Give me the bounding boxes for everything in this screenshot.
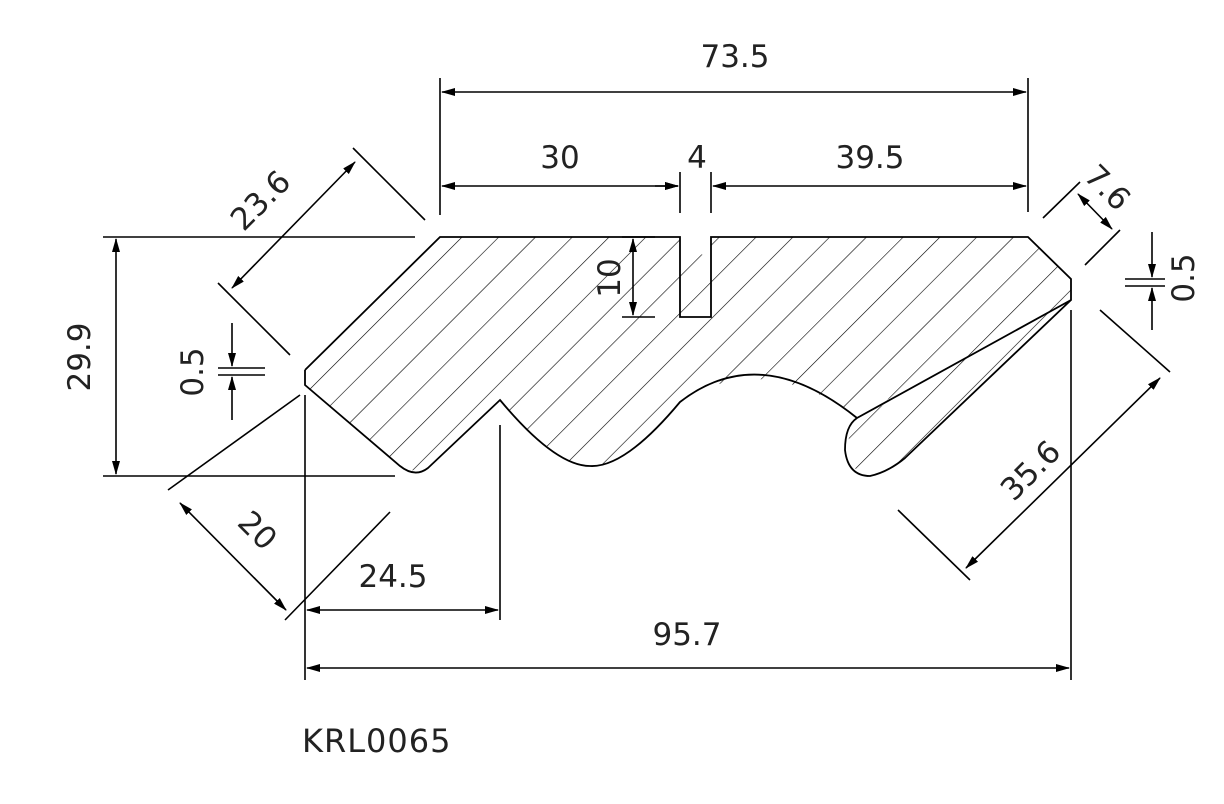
dim-right-chamfer: 7.6 (1077, 158, 1137, 218)
part-code: KRL0065 (302, 722, 451, 760)
profile-shape (304, 236, 1072, 477)
profile-hatching (305, 237, 1071, 475)
dim-right-step: 0.5 (1166, 253, 1202, 302)
dim-groove-depth: 10 (592, 258, 628, 297)
profile-outline-bottom (304, 370, 858, 474)
dim-left-step: 0.5 (175, 347, 211, 396)
dim-line-lower-bevel (179, 502, 287, 611)
dim-line-right-chamfer (1077, 193, 1113, 230)
dim-top-total: 73.5 (700, 39, 769, 75)
dim-height: 29.9 (62, 322, 98, 391)
dim-lower-bevel: 20 (230, 504, 283, 557)
profile-outline (304, 236, 1072, 477)
dimension-lines (112, 88, 1161, 672)
dim-left-bevel: 23.6 (224, 164, 298, 238)
dim-line-left-bevel (231, 161, 356, 289)
dim-top-right: 39.5 (835, 140, 904, 176)
dim-lower-left: 24.5 (358, 559, 427, 595)
dim-line-right-slope (965, 377, 1161, 569)
dim-top-left: 30 (540, 140, 579, 176)
dimension-labels: 73.5 30 4 39.5 10 23.6 7.6 0.5 0.5 29.9 … (62, 39, 1202, 653)
dim-right-slope: 35.6 (994, 434, 1068, 508)
dim-total-width: 95.7 (652, 617, 721, 653)
dim-groove-width: 4 (687, 140, 707, 176)
